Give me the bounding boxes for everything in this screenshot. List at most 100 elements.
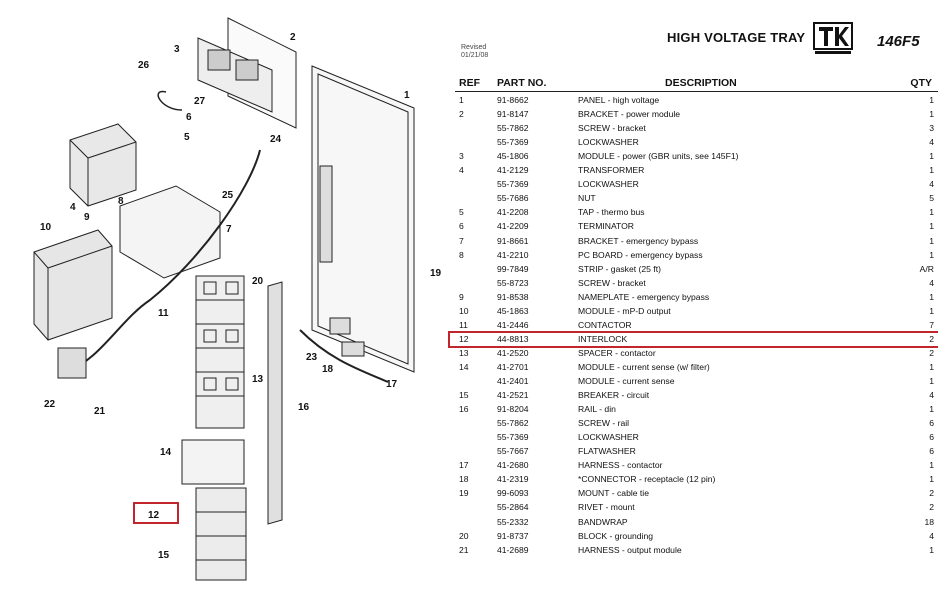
part-number-cell: 44-8813 — [497, 333, 529, 344]
callout-9: 9 — [84, 212, 90, 223]
description-cell: SCREW - bracket — [578, 123, 646, 134]
qty-cell: 5 — [929, 193, 934, 204]
description-cell: MODULE - current sense (w/ filter) — [578, 361, 710, 372]
thermo-king-logo-icon — [813, 22, 853, 54]
ref-cell: 18 — [459, 474, 469, 485]
ref-cell: 3 — [459, 151, 464, 162]
callout-10: 10 — [40, 222, 52, 233]
qty-cell: 1 — [929, 109, 934, 120]
description-cell: NUT — [578, 193, 596, 204]
callout-27: 27 — [194, 96, 206, 107]
qty-cell: 2 — [929, 488, 934, 499]
contactor-harness — [299, 329, 389, 383]
description-cell: MODULE - current sense — [578, 376, 675, 386]
part-number-cell: 41-2680 — [497, 460, 529, 471]
callout-13: 13 — [252, 374, 264, 385]
qty-cell: 4 — [929, 390, 934, 401]
callout-18: 18 — [322, 364, 334, 375]
ref-cell: 13 — [459, 347, 469, 358]
callout-6: 6 — [186, 112, 192, 123]
ref-cell: 20 — [459, 530, 469, 541]
description-cell: HARNESS - output module — [578, 544, 682, 555]
exploded-parts-diagram: 1234567891011121314151617181920212223242… — [33, 17, 442, 581]
callout-11: 11 — [158, 308, 169, 319]
part-number-cell: 91-8204 — [497, 404, 529, 415]
callout-12: 12 — [148, 510, 160, 521]
qty-cell: 4 — [929, 179, 934, 190]
ref-cell: 8 — [459, 249, 464, 260]
qty-cell: 2 — [929, 347, 934, 358]
table-row: 18 41-2319 *CONNECTOR - receptacle (12 pin… — [455, 472, 938, 486]
output-harness — [65, 149, 261, 373]
revised-label: Revised — [461, 44, 487, 51]
current-sense-module — [181, 439, 245, 485]
description-cell: TERMINATOR — [578, 221, 635, 232]
description-cell: STRIP - gasket (25 ft) — [578, 263, 661, 274]
ref-cell: 15 — [459, 390, 469, 401]
qty-cell: 1 — [929, 221, 934, 232]
callout-16: 16 — [298, 402, 310, 413]
ref-cell: 10 — [459, 305, 469, 316]
callout-4: 4 — [70, 202, 76, 213]
part-number-cell: 55-2864 — [497, 502, 529, 513]
qty-cell: 1 — [929, 165, 934, 176]
description-cell: BRACKET - emergency bypass — [578, 235, 699, 246]
part-number-cell: 41-2521 — [497, 390, 529, 401]
qty-cell: 1 — [929, 151, 934, 162]
description-cell: BANDWRAP — [578, 516, 628, 527]
contactor-stack — [195, 275, 245, 429]
qty-cell: 6 — [929, 418, 934, 429]
description-cell: LOCKWASHER — [578, 179, 639, 190]
qty-cell: A/R — [919, 263, 934, 274]
part-number-cell: 55-7686 — [497, 193, 529, 204]
description-cell: PANEL - high voltage — [578, 95, 660, 105]
callout-21: 21 — [94, 406, 106, 417]
part-number-cell: 41-2209 — [497, 221, 529, 232]
qty-cell: 2 — [929, 333, 934, 344]
callout-24: 24 — [270, 134, 282, 145]
ref-cell: 9 — [459, 291, 464, 302]
col-header-qty: QTY — [910, 77, 932, 89]
model-number: 146F5 — [877, 33, 920, 50]
part-number-cell: 41-2319 — [497, 474, 529, 485]
description-cell: PC BOARD - emergency bypass — [578, 249, 703, 260]
part-number-cell: 55-7862 — [497, 123, 529, 134]
qty-cell: 1 — [929, 207, 934, 218]
revised-date: 01/21/08 — [461, 52, 489, 59]
output-module — [33, 229, 113, 341]
description-cell: HARNESS - contactor — [578, 460, 663, 471]
qty-cell: 1 — [929, 235, 934, 246]
col-header-ref: REF — [459, 77, 480, 89]
col-header-description: DESCRIPTION — [665, 77, 737, 89]
qty-cell: 1 — [929, 95, 934, 105]
part-number-cell: 41-2689 — [497, 544, 529, 555]
qty-cell: 7 — [929, 319, 934, 330]
callout-12-highlight-box — [133, 502, 179, 524]
description-cell: LOCKWASHER — [578, 432, 639, 443]
qty-cell: 1 — [929, 376, 934, 386]
part-number-cell: 91-8147 — [497, 109, 529, 120]
part-number-cell: 99-7849 — [497, 263, 529, 274]
description-cell: *CONNECTOR - receptacle (12 pin) — [578, 474, 716, 485]
part-number-cell: 41-2129 — [497, 165, 529, 176]
description-cell: TRANSFORMER — [578, 165, 645, 176]
callout-14: 14 — [160, 447, 172, 458]
callout-19: 19 — [430, 268, 442, 279]
description-cell: RIVET - mount — [578, 502, 635, 513]
part-number-cell: 55-8723 — [497, 277, 529, 288]
part-number-cell: 55-7369 — [497, 432, 529, 443]
